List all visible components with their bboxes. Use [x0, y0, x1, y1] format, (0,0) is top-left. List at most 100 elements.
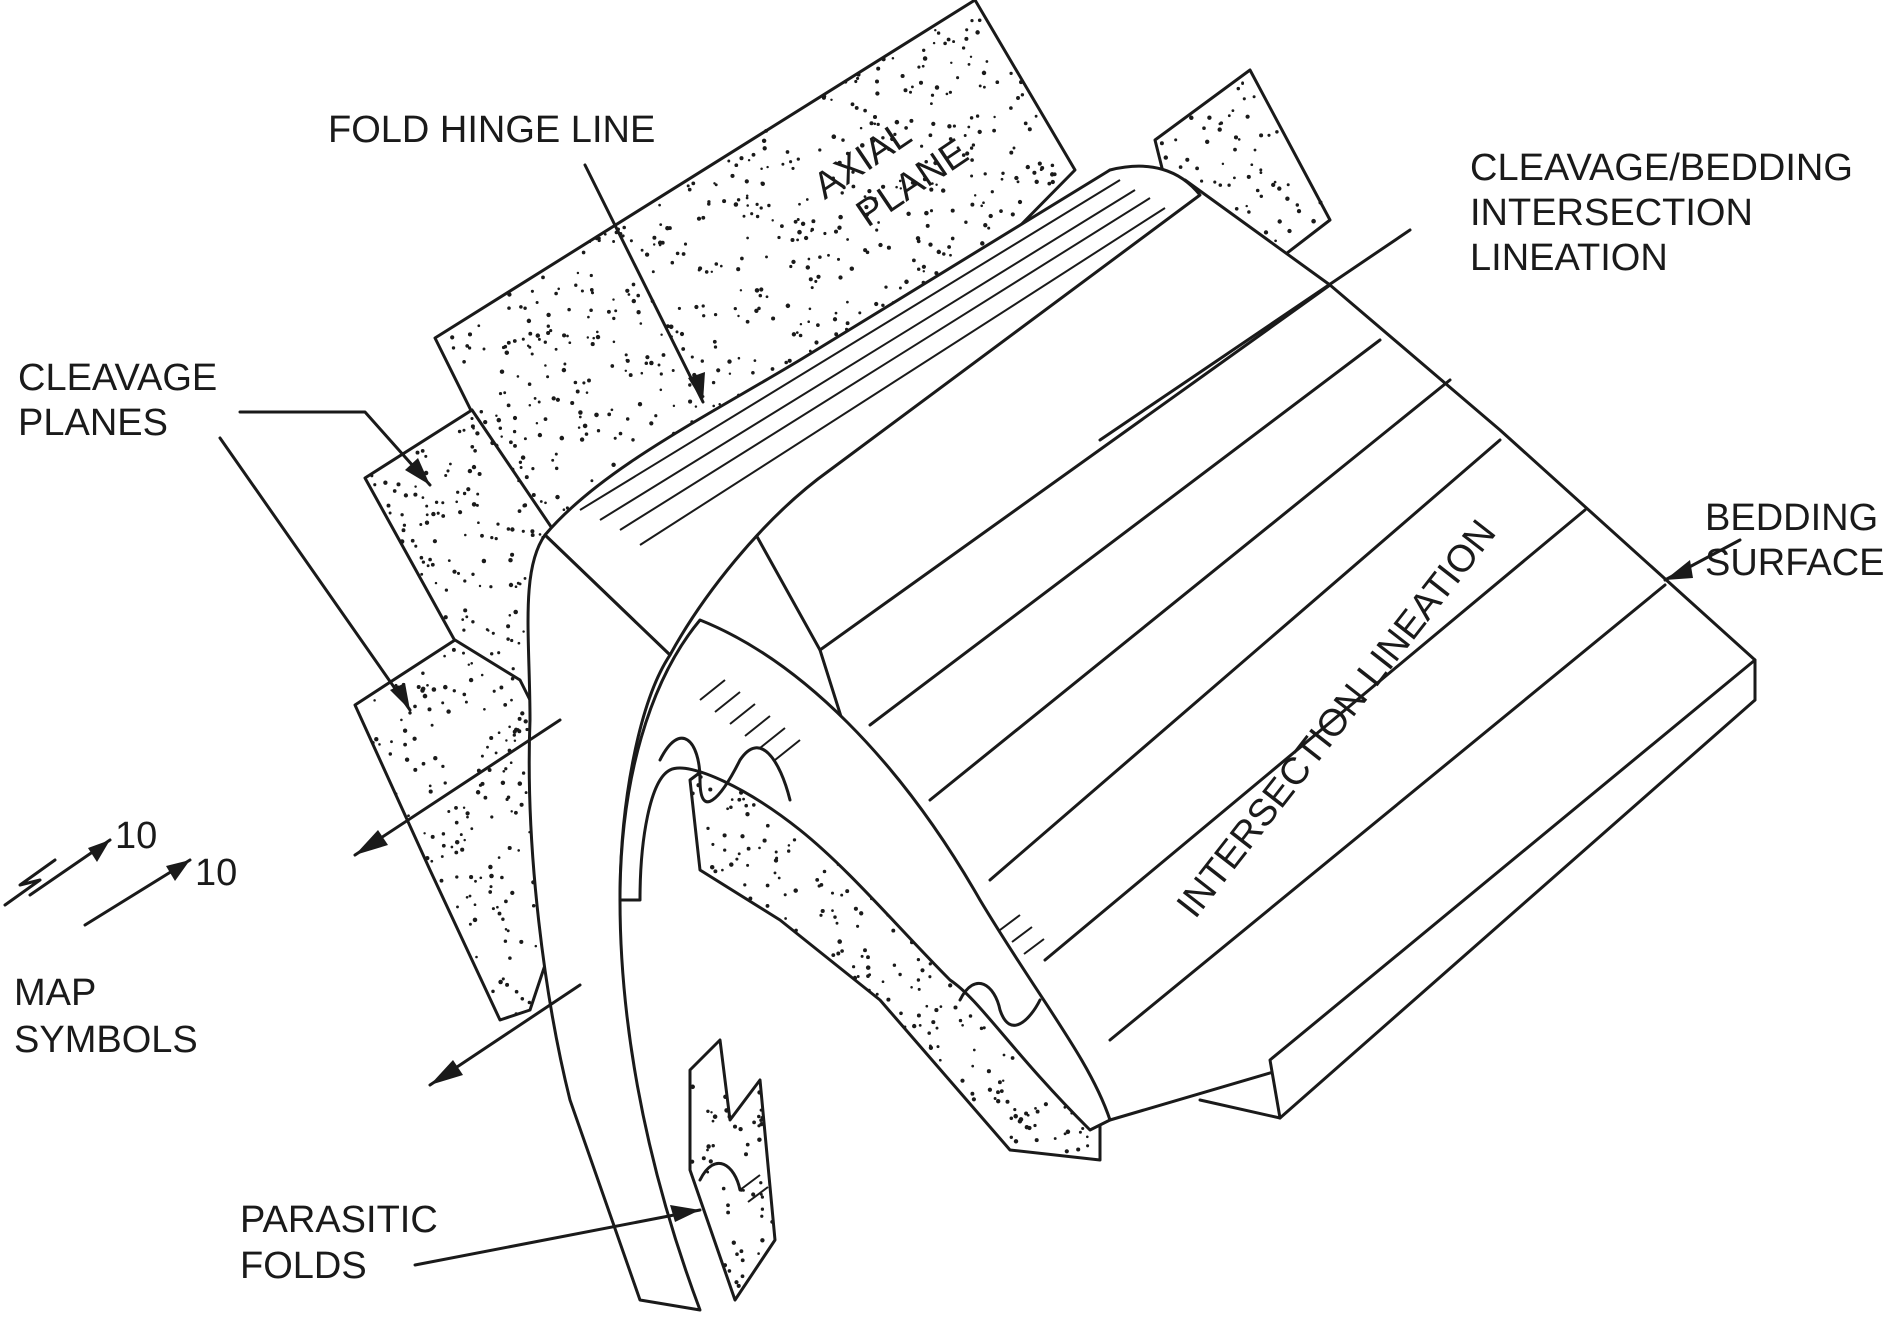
stipple-dot: [500, 435, 503, 438]
stipple-dot: [865, 965, 871, 970]
stipple-dot: [506, 795, 511, 800]
stipple-dot: [877, 221, 880, 224]
stipple-dot: [534, 944, 538, 948]
stipple-dot: [874, 79, 880, 84]
stipple-dot: [597, 236, 601, 240]
stipple-dot: [731, 1240, 736, 1245]
stipple-dot: [652, 235, 657, 240]
stipple-dot: [759, 1108, 763, 1112]
stipple-dot: [925, 1004, 929, 1008]
stipple-dot: [1009, 106, 1013, 110]
stipple-dot: [490, 440, 495, 446]
stipple-dot: [978, 84, 982, 88]
stipple-dot: [594, 412, 599, 418]
stipple-dot: [743, 883, 747, 887]
stipple-dot: [1274, 239, 1277, 243]
stipple-dot: [523, 576, 527, 580]
stipple-dot: [489, 735, 494, 741]
stipple-dot: [576, 271, 580, 275]
stipple-dot: [1271, 182, 1276, 188]
stipple-dot: [997, 1080, 1002, 1085]
stipple-dot: [1049, 172, 1055, 177]
stipple-dot: [559, 435, 565, 441]
stipple-dot: [624, 369, 628, 373]
stipple-dot: [461, 618, 465, 621]
stipple-dot: [1009, 1116, 1014, 1121]
stipple-dot: [932, 41, 936, 45]
stipple-dot: [733, 306, 737, 311]
stipple-dot: [444, 588, 449, 592]
stipple-dot: [745, 194, 749, 197]
stipple-dot: [758, 846, 761, 850]
stipple-dot: [785, 150, 790, 154]
stipple-dot: [867, 988, 871, 992]
stipple-dot: [875, 228, 879, 232]
stipple-dot: [488, 890, 493, 894]
stipple-dot: [1227, 183, 1231, 187]
stipple-dot: [770, 1219, 775, 1224]
stipple-dot: [612, 240, 616, 243]
stipple-dot: [516, 375, 520, 378]
stipple-dot: [589, 288, 594, 292]
stipple-dot: [707, 202, 711, 206]
stipple-dot: [765, 823, 770, 828]
stipple-dot: [722, 199, 727, 204]
stipple-dot: [649, 421, 654, 426]
stipple-dot: [640, 371, 644, 375]
stipple-dot: [737, 852, 741, 856]
stipple-dot: [886, 997, 891, 1002]
stipple-dot: [993, 115, 996, 119]
label-cleavage-bedding-3: LINEATION: [1470, 237, 1668, 279]
stipple-dot: [742, 214, 746, 218]
stipple-dot: [425, 855, 430, 861]
stipple-dot: [456, 490, 460, 494]
stipple-dot: [791, 332, 797, 337]
stipple-dot: [975, 30, 980, 35]
stipple-dot: [537, 432, 543, 438]
stipple-dot: [845, 889, 850, 894]
stipple-dot: [931, 1020, 936, 1025]
stipple-dot: [660, 240, 665, 245]
stipple-dot: [771, 316, 776, 321]
stipple-dot: [404, 757, 410, 762]
stipple-dot: [520, 455, 526, 460]
stipple-dot: [658, 203, 661, 207]
stipple-dot: [946, 37, 951, 42]
stipple-dot: [726, 807, 729, 811]
stipple-dot: [1195, 166, 1199, 171]
stipple-dot: [425, 504, 429, 508]
stipple-dot: [500, 875, 504, 880]
stipple-dot: [436, 511, 440, 515]
stipple-dot: [833, 915, 837, 919]
stipple-dot: [579, 437, 585, 442]
stipple-dot: [796, 218, 800, 221]
stipple-dot: [967, 125, 971, 129]
stipple-dot: [860, 954, 864, 958]
stipple-dot: [1063, 1132, 1067, 1136]
stipple-dot: [596, 330, 599, 334]
stipple-dot: [462, 628, 466, 632]
label-bedding-surface-2: SURFACE: [1705, 542, 1884, 584]
stipple-dot: [475, 790, 481, 795]
stipple-dot: [972, 1048, 976, 1052]
stipple-dot: [860, 143, 865, 148]
label-cleavage-bedding-1: CLEAVAGE/BEDDING: [1470, 147, 1853, 189]
stipple-dot: [470, 444, 475, 449]
stipple-dot: [947, 124, 952, 129]
stipple-dot: [1207, 115, 1212, 120]
stipple-dot: [963, 134, 967, 137]
stipple-dot: [916, 957, 921, 962]
stipple-dot: [762, 146, 767, 151]
stipple-dot: [555, 494, 560, 500]
stipple-dot: [581, 250, 586, 255]
stipple-dot: [466, 487, 471, 492]
stipple-dot: [462, 651, 465, 655]
stipple-dot: [766, 165, 769, 169]
stipple-dot: [814, 279, 818, 283]
stipple-dot: [690, 1084, 695, 1090]
stipple-dot: [996, 1090, 1000, 1095]
stipple-dot: [509, 440, 513, 445]
stipple-dot: [876, 66, 881, 71]
stipple-dot: [521, 529, 525, 533]
stipple-dot: [491, 907, 495, 911]
